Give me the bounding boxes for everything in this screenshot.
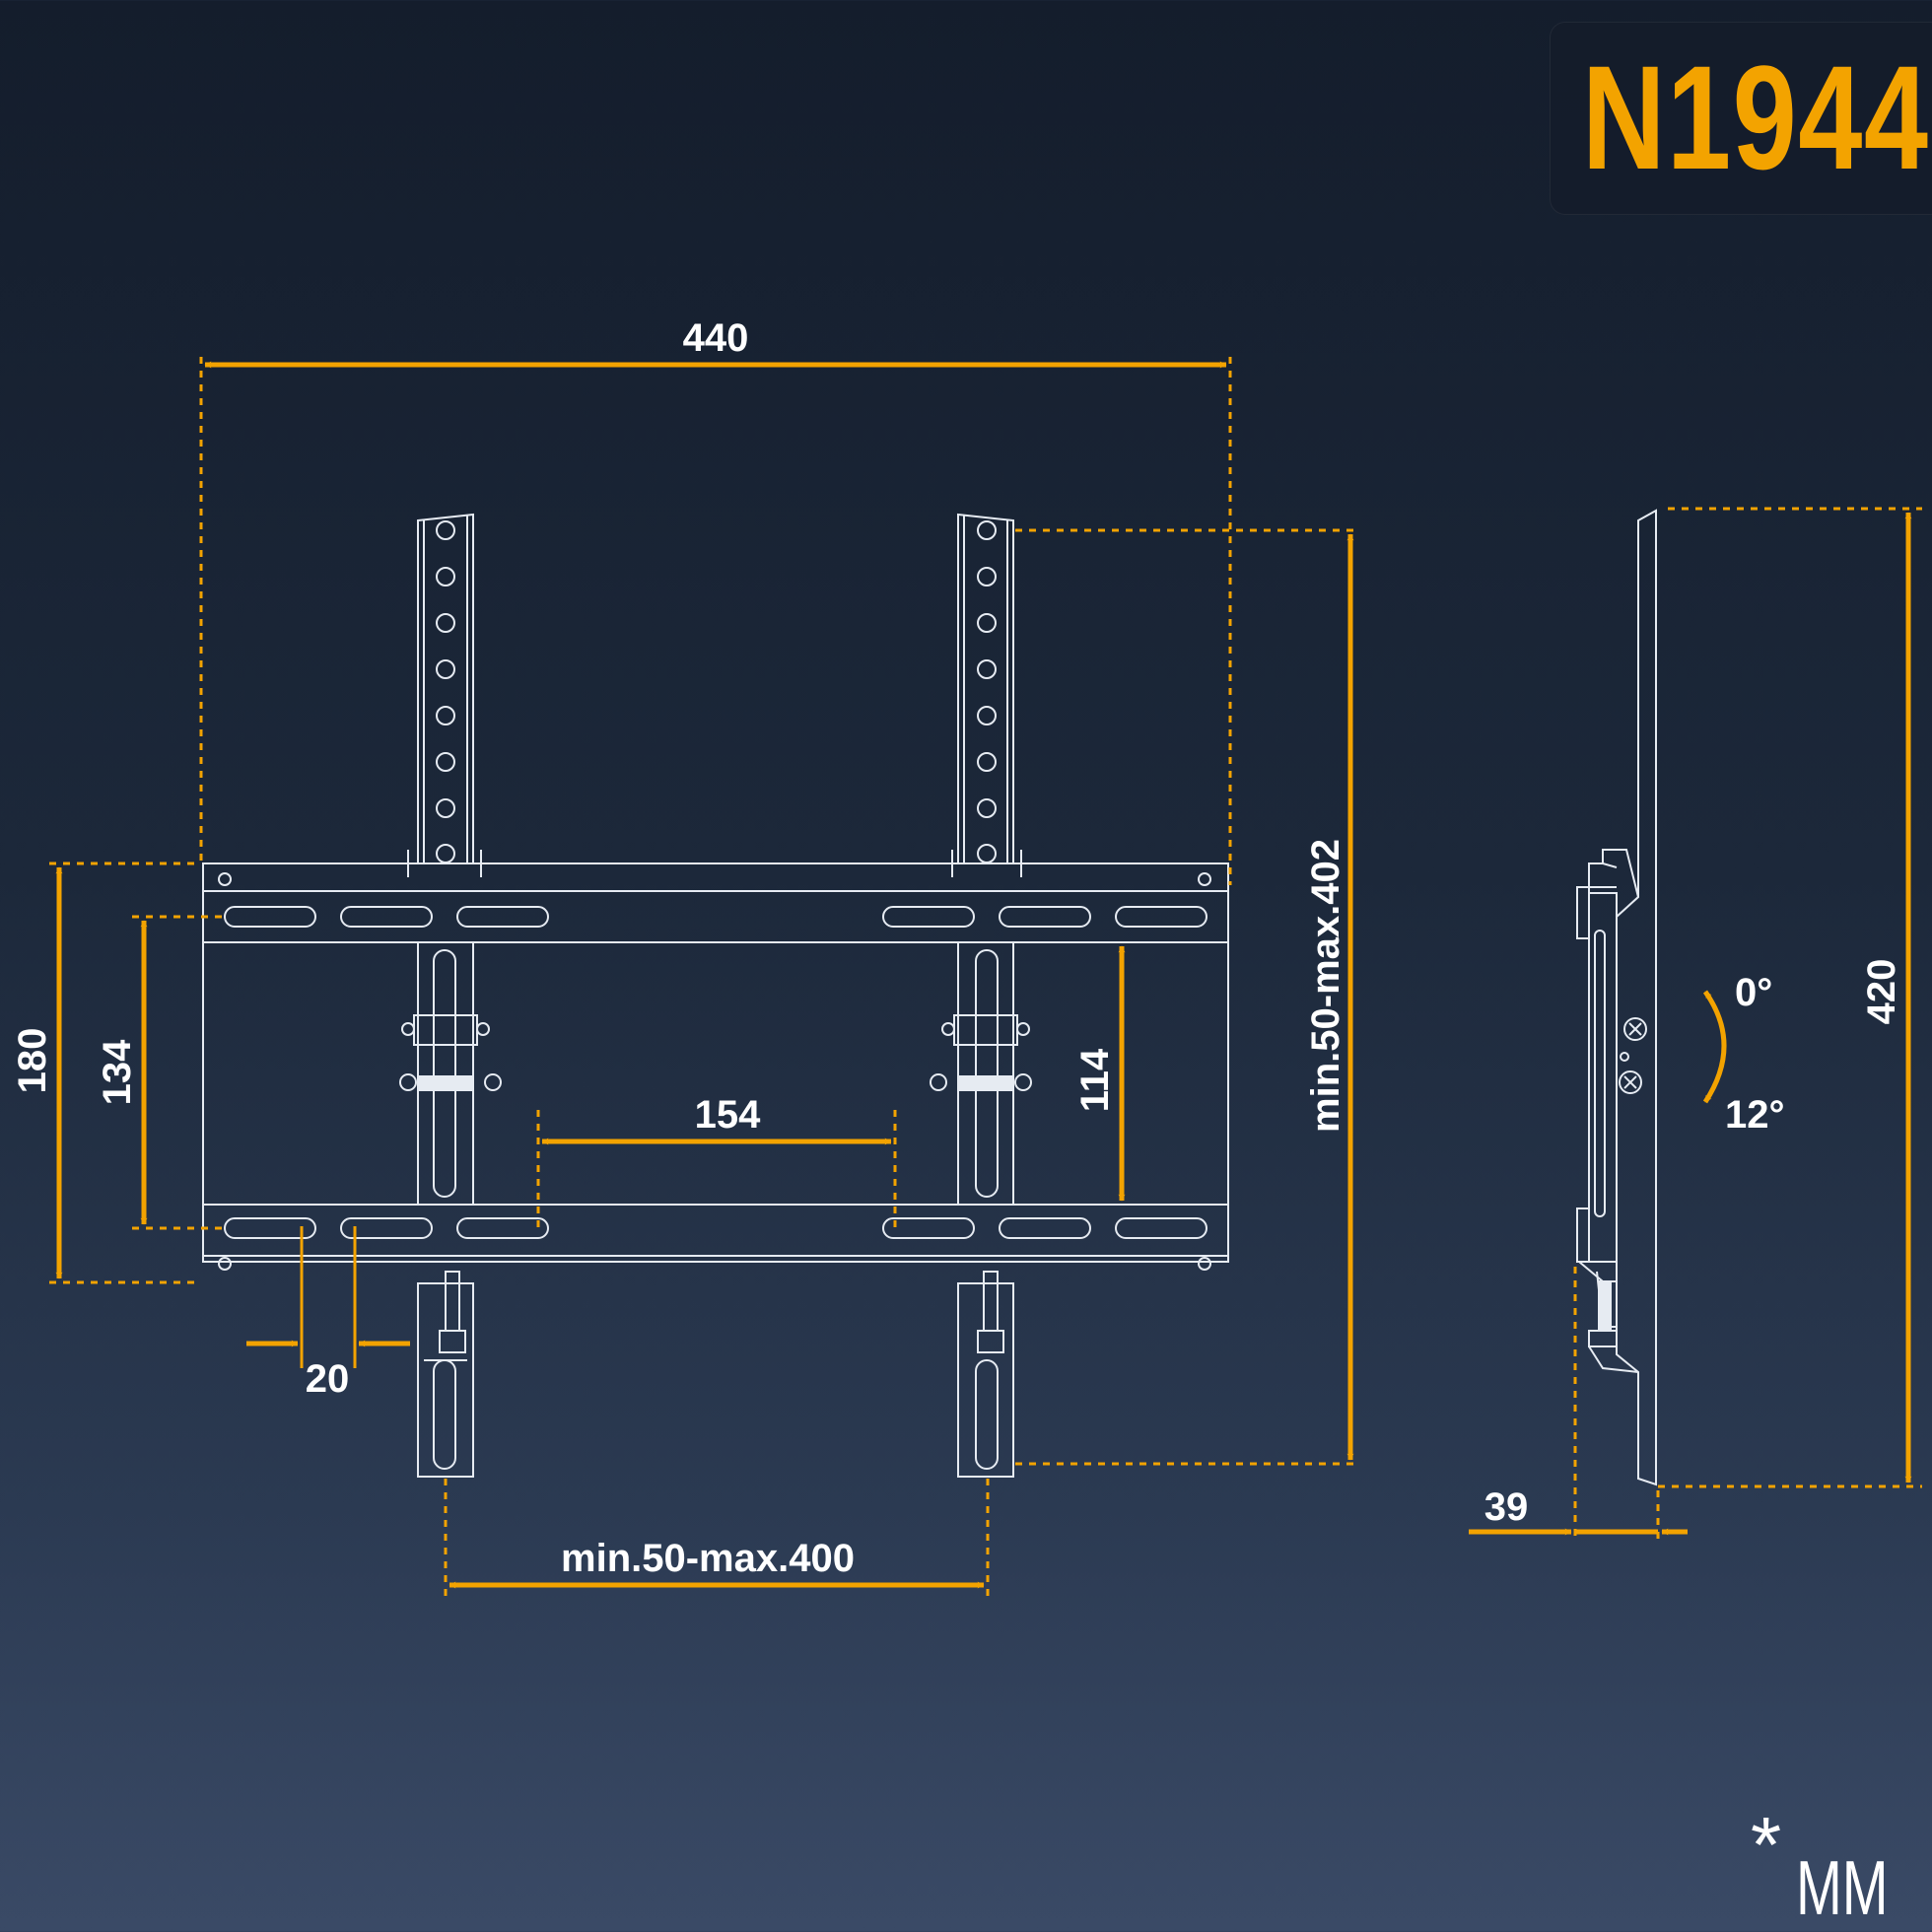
side-dimension-arrows [1469, 512, 1912, 1536]
label-slot-height: 114 [1073, 1048, 1117, 1112]
unit-label: MM [1796, 1844, 1889, 1931]
extension-lines [49, 357, 1360, 1599]
label-slot-pitch: 20 [306, 1357, 350, 1401]
label-slot-span: 154 [695, 1093, 761, 1137]
side-plate [1616, 509, 1657, 1486]
right-arm [930, 513, 1032, 1478]
label-rail-spacing: 134 [96, 1039, 139, 1105]
label-tilt-min: 0° [1735, 971, 1772, 1014]
label-vesa-vertical: min.50-max.402 [1304, 839, 1347, 1133]
tilt-arc [1702, 990, 1727, 1104]
front-view [202, 513, 1229, 1478]
rail-slots [224, 906, 1208, 1239]
side-extension-lines [1573, 507, 1922, 1543]
label-tilt-max: 12° [1725, 1093, 1785, 1137]
unit-asterisk: * [1751, 1801, 1782, 1889]
side-view [1576, 509, 1657, 1486]
label-overall-width: 440 [683, 316, 749, 360]
label-side-height: 420 [1860, 959, 1903, 1025]
label-wall-distance: 39 [1484, 1485, 1529, 1529]
slot-pitch-guides [300, 1226, 357, 1368]
upper-rail [202, 890, 1229, 943]
model-code: N1944 [1582, 34, 1930, 200]
left-arm [399, 513, 502, 1478]
lower-rail [202, 1204, 1229, 1257]
dimension-arrows [55, 361, 1354, 1589]
model-badge [1550, 22, 1932, 215]
label-vesa-horizontal: min.50-max.400 [561, 1537, 855, 1580]
label-plate-height: 180 [11, 1028, 54, 1094]
dimension-labels: 440 180 134 154 114 20 min.50-max.400 mi… [11, 316, 1903, 1580]
top-plate [202, 862, 1229, 892]
